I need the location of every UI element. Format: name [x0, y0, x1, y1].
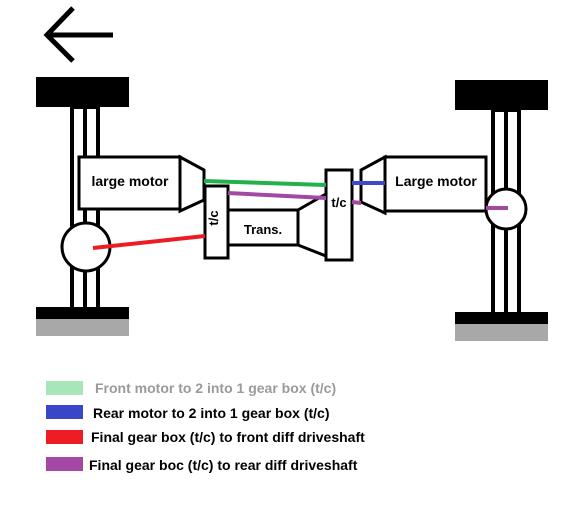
purple-driveline-front [227, 191, 327, 200]
front-ground [36, 319, 129, 336]
rear-motor: Large motor [359, 154, 488, 216]
rear-tc-label: t/c [331, 195, 346, 210]
rear-ground [455, 324, 548, 341]
left-arrow-icon[interactable] [43, 6, 113, 63]
rear-bottom-wheel [455, 312, 548, 324]
front-bottom-wheel [36, 307, 129, 319]
red-driveline [92, 234, 206, 250]
rear-top-wheel [455, 80, 548, 110]
purple-driveline-mid [351, 200, 362, 205]
front-top-wheel [36, 77, 129, 107]
rear-transfer-case: t/c [324, 168, 354, 262]
front-transfer-case: t/c [203, 184, 230, 260]
transmission: Trans. [226, 191, 328, 259]
front-tc-label: t/c [206, 210, 221, 225]
front-motor: large motor [77, 154, 206, 214]
green-driveline [203, 179, 327, 187]
rear-motor-label: Large motor [395, 173, 477, 189]
front-motor-label: large motor [91, 173, 169, 189]
rear-axle [455, 80, 548, 341]
transmission-label: Trans. [244, 222, 282, 237]
